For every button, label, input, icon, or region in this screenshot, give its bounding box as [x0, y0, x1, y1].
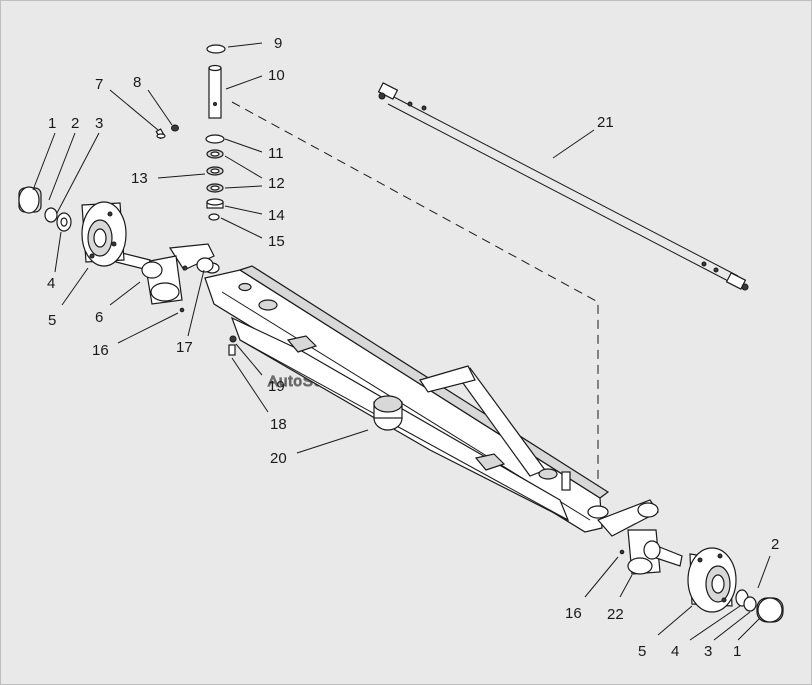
nut-8 [171, 124, 179, 132]
pin-16-right [619, 549, 625, 555]
callout-5-left: 5 [48, 312, 56, 329]
tie-rod [377, 82, 749, 291]
callout-17: 17 [176, 339, 193, 356]
callout-1-right: 1 [733, 643, 741, 660]
ring-15 [208, 213, 220, 221]
callout-13: 13 [131, 170, 148, 187]
bearing-12a-hole [210, 168, 220, 174]
right-steering-knuckle [596, 499, 683, 575]
callout-1-left: 1 [48, 115, 56, 132]
left-bearing [44, 207, 58, 223]
callout-4-left: 4 [47, 275, 55, 292]
left-wheel-hub [81, 201, 127, 267]
callout-16-right: 16 [565, 605, 582, 622]
callout-11: 11 [268, 145, 284, 162]
callout-2-left: 2 [71, 115, 79, 132]
callout-14: 14 [268, 207, 285, 224]
callout-8: 8 [133, 74, 141, 91]
leader-lines [32, 42, 771, 641]
callout-22: 22 [607, 606, 624, 623]
left-washer-hole [60, 217, 68, 227]
bolt-7 [155, 128, 166, 140]
pin-16-left [179, 307, 185, 313]
callout-10: 10 [268, 67, 285, 84]
callout-labels: 9 10 7 8 21 1 2 3 11 13 12 14 15 4 5 6 1… [47, 35, 779, 660]
callout-7: 7 [95, 76, 103, 93]
callout-3-right: 3 [704, 643, 712, 660]
bearing-12b-hole [210, 185, 220, 191]
callout-15: 15 [268, 233, 285, 250]
callout-12: 12 [268, 175, 285, 192]
callout-2-right: 2 [771, 536, 779, 553]
right-bearing [743, 596, 757, 612]
washer-13-hole [210, 151, 220, 157]
callout-4-right: 4 [671, 643, 679, 660]
axle-beam [204, 262, 610, 533]
seal-ring-9 [206, 44, 226, 54]
callout-18: 18 [270, 416, 287, 433]
callout-5-right: 5 [638, 643, 646, 660]
callout-9: 9 [274, 35, 282, 52]
cover-11 [205, 134, 225, 144]
kingpin-10 [208, 64, 222, 119]
ball-19 [229, 335, 237, 343]
right-wheel-hub [687, 547, 737, 613]
left-steering-knuckle [115, 243, 215, 305]
callout-21: 21 [597, 114, 614, 131]
right-hub-cap [756, 597, 784, 623]
callout-19: 19 [268, 378, 285, 395]
assembly-dashed-line [231, 101, 599, 492]
callout-16-left: 16 [92, 342, 109, 359]
fitting-18 [228, 344, 236, 356]
callout-3-left: 3 [95, 115, 103, 132]
callout-20: 20 [270, 450, 287, 467]
left-hub-cap [18, 186, 42, 214]
callout-6: 6 [95, 309, 103, 326]
bushing-14 [206, 198, 224, 209]
